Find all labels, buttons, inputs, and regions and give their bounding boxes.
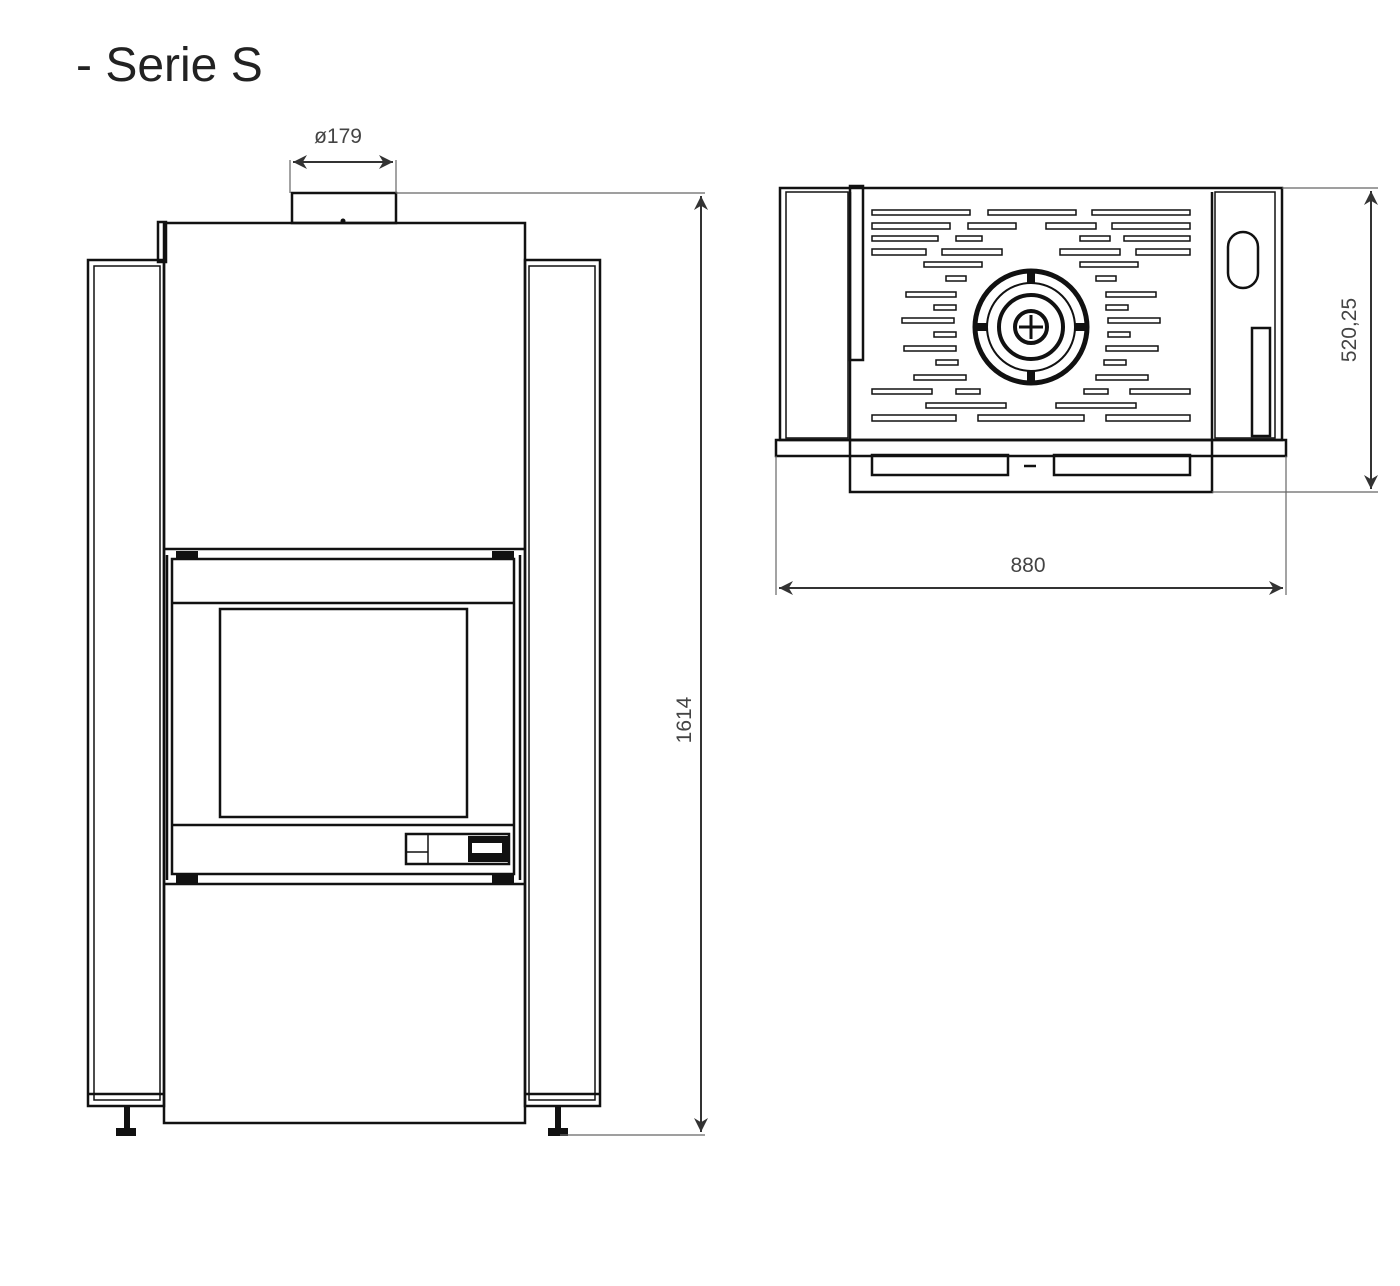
front-view xyxy=(86,155,708,1136)
page-title: - Serie S xyxy=(76,39,263,92)
height-label: 1614 xyxy=(673,696,696,743)
glass-window xyxy=(218,607,469,819)
flue-pipe xyxy=(290,191,398,225)
top-view xyxy=(774,184,1378,595)
depth-label: 520,25 xyxy=(1338,298,1361,362)
right-side-panel xyxy=(523,258,602,1108)
control-panel xyxy=(404,832,511,866)
inlet-oval xyxy=(1226,230,1260,290)
fan-outlet xyxy=(972,268,1090,386)
width-label: 880 xyxy=(1010,554,1045,577)
stove-body xyxy=(162,221,527,1125)
left-side-panel xyxy=(86,258,166,1108)
firebox-door xyxy=(164,547,525,886)
flue-diameter-label: ø179 xyxy=(314,125,362,148)
